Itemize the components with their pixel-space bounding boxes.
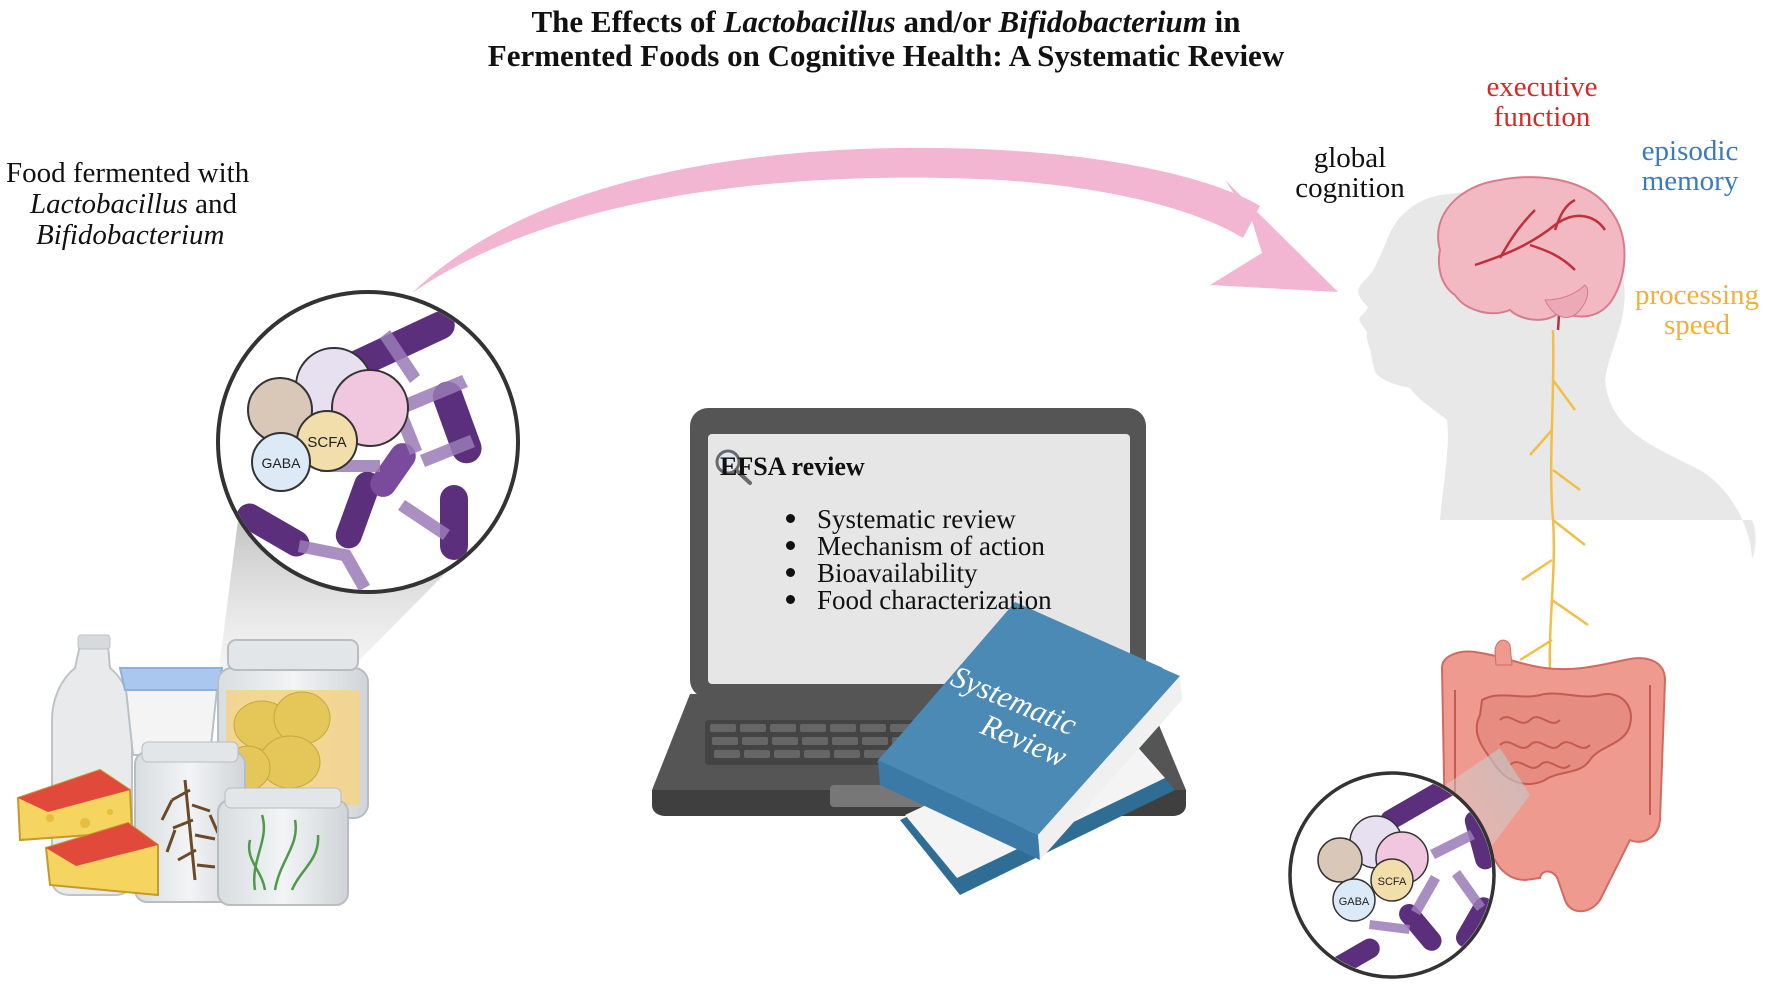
- label-processing-speed: processing speed: [1612, 280, 1772, 340]
- gaba-label-right: GABA: [1339, 896, 1370, 908]
- search-icon: [715, 449, 752, 485]
- fermented-foods: [16, 634, 369, 906]
- label-executive-function: executive function: [1432, 72, 1652, 132]
- scfa-label-right: SCFA: [1378, 876, 1407, 888]
- food-label-line2: Lactobacillus and: [30, 188, 238, 220]
- efsa-review-title: EFSA review: [720, 452, 865, 481]
- global-line2: cognition: [1295, 172, 1405, 204]
- cheese: [16, 768, 159, 897]
- processing-line2: speed: [1663, 309, 1731, 341]
- pink-arrow: [412, 147, 1338, 293]
- green-jar: [217, 799, 349, 906]
- food-label-line1: Food fermented with: [6, 157, 250, 189]
- gaba-label-left: GABA: [262, 455, 302, 471]
- processing-line1: processing: [1634, 279, 1760, 311]
- bacteria-circle-left: SCFA GABA: [216, 290, 520, 594]
- bullet-item: Mechanism of action: [786, 533, 1052, 560]
- systematic-review-book: Systematic Review: [877, 602, 1182, 895]
- executive-line1: executive: [1486, 71, 1598, 103]
- bullet-item: Food characterization: [786, 587, 1052, 614]
- episodic-line2: memory: [1641, 165, 1739, 197]
- brain: [1437, 176, 1626, 331]
- figure-title-line1: The Effects of Lactobacillus and/or Bifi…: [531, 4, 1241, 39]
- intestines: [1440, 639, 1667, 913]
- episodic-line1: episodic: [1641, 135, 1739, 167]
- bullet-item: Bioavailability: [786, 560, 1052, 587]
- bullet-item: Systematic review: [786, 506, 1052, 533]
- bacteria-circle-right: SCFA GABA: [1288, 771, 1496, 979]
- label-global-cognition: global cognition: [1250, 143, 1450, 203]
- figure-title-line2: Fermented Foods on Cognitive Health: A S…: [487, 38, 1285, 73]
- label-episodic-memory: episodic memory: [1600, 136, 1772, 196]
- global-line1: global: [1313, 142, 1387, 174]
- review-bullet-list: Systematic review Mechanism of action Bi…: [786, 506, 1052, 614]
- executive-line2: function: [1493, 101, 1591, 133]
- food-label-line3: Bifidobacterium: [36, 219, 225, 251]
- scfa-label-left: SCFA: [307, 434, 346, 451]
- food-label: Food fermented with Lactobacillus and Bi…: [6, 158, 249, 251]
